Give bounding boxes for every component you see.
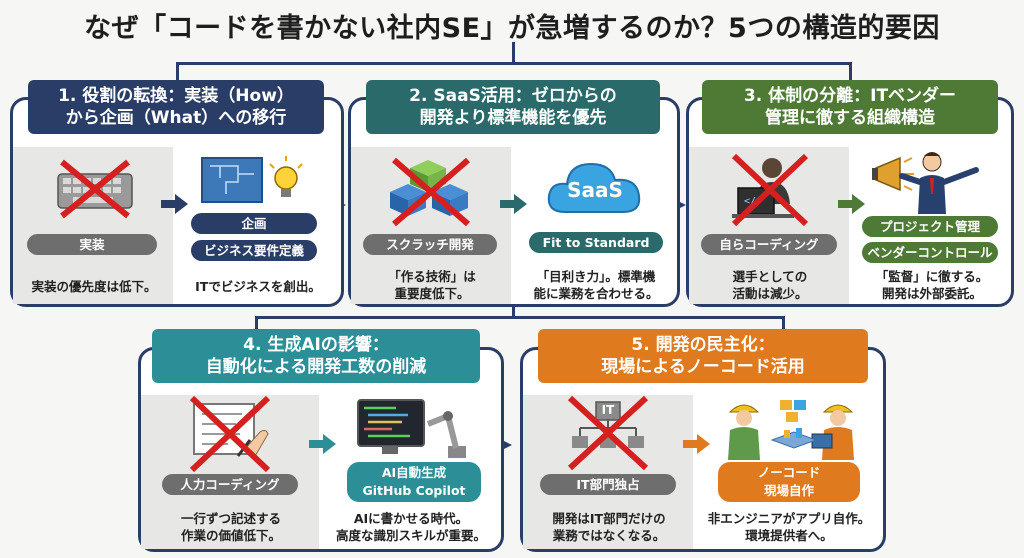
panel-4-left-label: 人力コーディング [162, 474, 298, 495]
panel-2-header-line1: 2. SaaS活用：ゼロからの [409, 86, 617, 106]
field-workers-icon [728, 400, 854, 460]
connector-mid-left [255, 316, 258, 330]
panel-3-left-caption-2: 活動は減少。 [732, 286, 808, 301]
connector-mid-bar [255, 316, 785, 319]
panel-4-right-label-2: GitHub Copilot [362, 483, 466, 498]
panel-3-left-label: 自らコーディング [701, 234, 837, 255]
arrow-icon [838, 194, 865, 214]
panel-1-left-caption: 実装の優先度は低下。 [31, 279, 157, 294]
panel-5-right-labels [718, 462, 860, 502]
panel-4-header-line1: 4. 生成AIの影響： [243, 335, 389, 355]
panel-2-right-caption-1: 「目利き力」。標準機 [536, 269, 656, 284]
robot-arm-icon [357, 399, 466, 458]
panel-3-left-caption-1: 選手としての [732, 269, 808, 284]
panel-4-right-caption-1: AIに書かせる時代。 [353, 511, 469, 526]
saas-cloud-icon [547, 162, 641, 213]
panel-3-header: 3. 体制の分離：ITベンダー 管理に徹する組織構造 [702, 80, 998, 134]
panel-5-header-line2: 現場によるノーコード活用 [601, 357, 805, 377]
panel-3-right-label-1: プロジェクト管理 [862, 216, 998, 237]
panel-4-header: 4. 生成AIの影響： 自動化による開発工数の削減 [152, 329, 480, 383]
saas-cloud-text: SaaS [567, 178, 623, 202]
it-box-text: IT [601, 403, 615, 417]
panel-2-header: 2. SaaS活用：ゼロからの 開発より標準機能を優先 [366, 80, 660, 134]
panel-5-right-label-1: ノーコード [757, 465, 821, 480]
panel-5-left-label: IT部門独占 [540, 474, 676, 495]
page-title: なぜ「コードを書かない社内SE」が急増するのか？5つの構造的要因 [84, 13, 940, 44]
coder-laptop-icon: </> [731, 153, 809, 227]
panel-3-header-line1: 3. 体制の分離：ITベンダー [743, 86, 957, 106]
hand-coding-icon [189, 395, 271, 473]
panel-1-right-label-1: 企画 [191, 213, 317, 234]
panel-2-header-line2: 開発より標準機能を優先 [419, 108, 607, 128]
keyboard-icon [57, 159, 133, 219]
connector-right-drop [849, 62, 852, 82]
panel-5-left-caption-2: 業務ではなくなる。 [552, 528, 666, 543]
panel-5-right-caption-2: 環境提供者へ。 [745, 528, 833, 543]
arrow-icon [500, 194, 527, 214]
panel-1-right-caption: ITでビジネスを創出。 [195, 279, 321, 294]
svg-text:</>: </> [744, 196, 762, 207]
panel-2-right-caption-2: 能に業務を合わせる。 [533, 286, 659, 301]
panel-2-left-caption-2: 重要度低下。 [394, 286, 470, 301]
panel-4-right-caption-2: 高度な識別スキルが重要。 [335, 528, 486, 543]
panel-4-right-label-1: AI自動生成 [381, 465, 447, 480]
panel-3-header-line2: 管理に徹する組織構造 [765, 108, 935, 128]
panel-1-left-label: 実装 [27, 234, 157, 255]
panel-1-header: 1. 役割の転換：実装（How） から企画（What）への移行 [28, 80, 324, 134]
it-hierarchy-icon [567, 395, 649, 471]
blueprint-lightbulb-icon [201, 156, 303, 203]
panel-5-right-caption-1: 非エンジニアがアプリ自作。 [707, 511, 871, 526]
panel-1-header-line1: 1. 役割の転換：実装（How） [58, 86, 294, 106]
panel-2-left-caption-1: 「作る技術」は [388, 269, 476, 284]
megaphone-manager-icon [872, 152, 979, 214]
panel-4-left-caption-2: 作業の価値低下。 [180, 528, 281, 543]
panel-3-right-caption-1: 「監督」に徹する。 [875, 269, 989, 284]
panel-4-right-labels [347, 462, 481, 502]
connector-top-stem [512, 42, 515, 64]
connector-mid-right [782, 316, 785, 330]
blocks-icon [390, 157, 470, 227]
panel-1-right-label-2: ビジネス要件定義 [191, 240, 317, 261]
connector-left-drop [176, 62, 179, 82]
connector-mid-drop [512, 306, 515, 318]
panel-4-header-line2: 自動化による開発工数の削減 [205, 357, 427, 377]
panel-1-header-line2: から企画（What）への移行 [65, 108, 287, 128]
panel-5-left-caption-1: 開発はIT部門だけの [552, 511, 666, 526]
panel-5-header-line1: 5. 開発の民主化： [631, 335, 775, 355]
panel-2-right-label: Fit to Standard [529, 232, 663, 253]
panel-3-right-label-2: ベンダーコントロール [862, 242, 998, 263]
panel-5-header: 5. 開発の民主化： 現場によるノーコード活用 [538, 329, 868, 383]
arrow-icon [161, 194, 188, 214]
panel-5-right-label-2: 現場自作 [763, 483, 814, 498]
arrow-icon [309, 434, 336, 454]
panel-2-left-label: スクラッチ開発 [363, 234, 497, 255]
arrow-icon [683, 434, 710, 454]
panel-1-left-area [13, 147, 173, 304]
panel-3-right-caption-2: 開発は外部委託。 [881, 286, 982, 301]
panel-4-left-caption-1: 一行ずつ記述する [180, 511, 281, 526]
